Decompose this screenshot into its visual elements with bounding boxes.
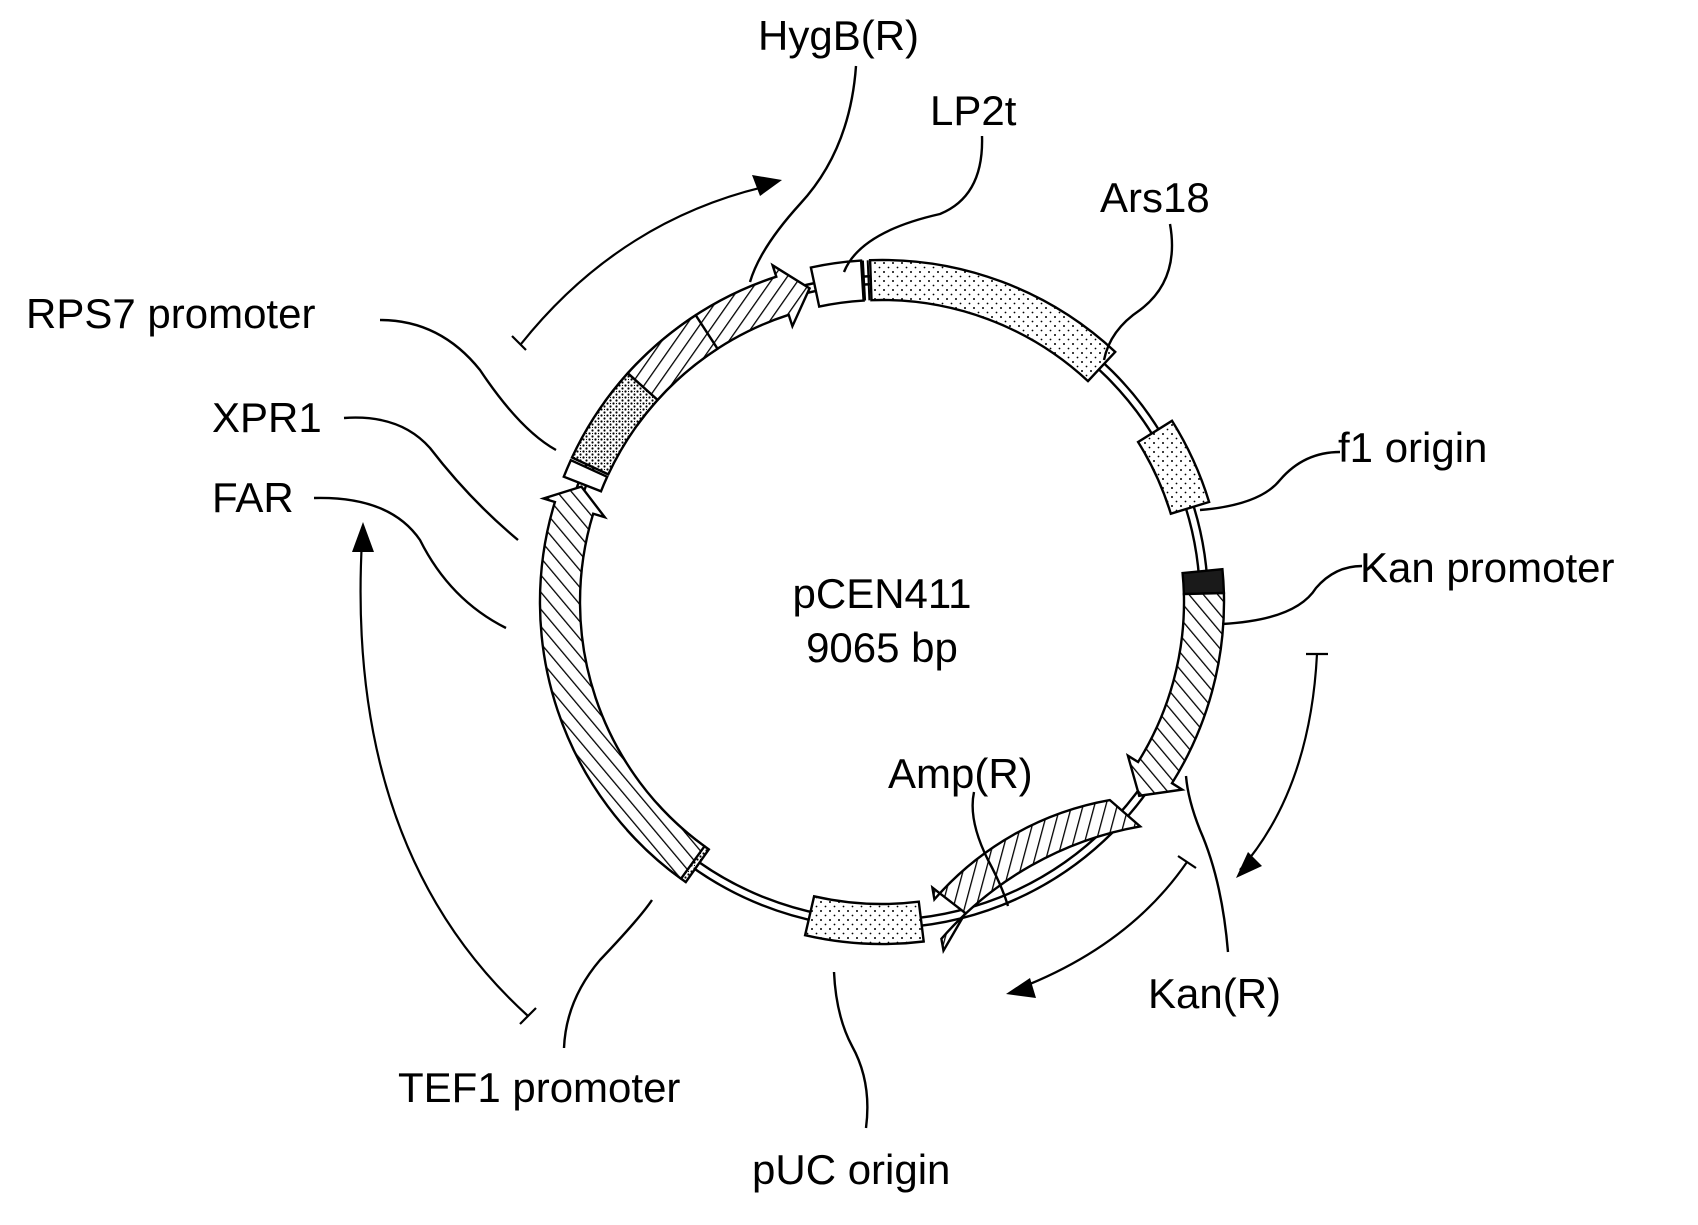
- amp-arc-arrowhead: [1006, 978, 1036, 998]
- kan-transcription-arc: [1240, 654, 1317, 870]
- kan-r-leader: [1186, 776, 1228, 952]
- amp-arc-start-bar: [1178, 856, 1196, 868]
- puc-origin-feature: [805, 896, 924, 944]
- tef1-promoter-leader: [564, 900, 652, 1048]
- ars18-feature: [870, 260, 1115, 381]
- xpr1-leader: [344, 418, 518, 540]
- puc-origin-leader: [834, 972, 867, 1128]
- f1-origin-leader: [1200, 452, 1340, 510]
- lp2t-label: LP2t: [930, 87, 1017, 134]
- ars18-leader: [1104, 224, 1172, 360]
- rps7-promoter-label: RPS7 promoter: [26, 290, 315, 337]
- kan-arc-arrowhead: [1236, 852, 1262, 878]
- amp-r-label: Amp(R): [888, 750, 1033, 797]
- ars18-label: Ars18: [1100, 174, 1210, 221]
- far-leader: [314, 498, 506, 628]
- hygb-leader: [750, 66, 856, 282]
- f1-origin-feature: [1138, 421, 1209, 514]
- kan-promoter-leader: [1222, 566, 1362, 624]
- lp2t-feature: [811, 261, 864, 307]
- hygb-arc-start-bar: [512, 336, 526, 350]
- hygb-label: HygB(R): [758, 12, 919, 59]
- puc-origin-label: pUC origin: [752, 1146, 950, 1193]
- kan-r-label: Kan(R): [1148, 970, 1281, 1017]
- plasmid-size: 9065 bp: [806, 624, 958, 671]
- tef1-promoter-label: TEF1 promoter: [398, 1064, 680, 1111]
- f1-origin-label: f1 origin: [1338, 424, 1487, 471]
- plasmid-name: pCEN411: [793, 570, 972, 617]
- far-transcription-arc: [361, 540, 528, 1016]
- kan-promoter-feature: [1183, 569, 1224, 594]
- far-label: FAR: [212, 474, 294, 521]
- hygb-arc-arrowhead: [752, 175, 782, 196]
- far-arc-arrowhead: [352, 522, 374, 552]
- kan-r-feature: [1128, 593, 1224, 796]
- lp2t-leader: [844, 136, 982, 272]
- far-feature: [540, 487, 705, 879]
- kan-promoter-label: Kan promoter: [1360, 544, 1614, 591]
- amp-r-feature: [932, 800, 1140, 951]
- xpr1-label: XPR1: [212, 394, 322, 441]
- plasmid-center: pCEN411 9065 bp: [793, 570, 972, 671]
